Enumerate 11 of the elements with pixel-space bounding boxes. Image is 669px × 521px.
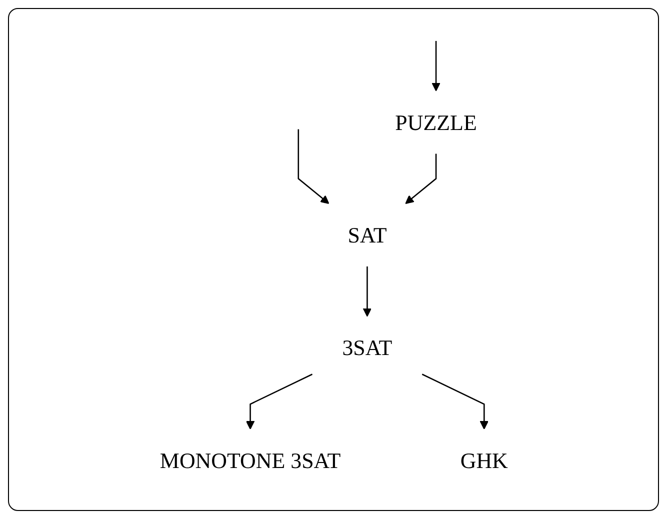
node-label: MONOTONE 3SAT bbox=[160, 448, 340, 474]
arrow bbox=[404, 154, 436, 204]
arrow bbox=[297, 129, 329, 204]
node-label: SAT bbox=[347, 222, 386, 248]
node-label: PUZZLE bbox=[394, 110, 476, 135]
node-label: GHK bbox=[460, 448, 508, 474]
arrow bbox=[245, 374, 312, 430]
arrow bbox=[431, 40, 440, 92]
arrow bbox=[362, 266, 372, 317]
arrow bbox=[421, 374, 488, 430]
node-label: 3SAT bbox=[342, 335, 392, 360]
